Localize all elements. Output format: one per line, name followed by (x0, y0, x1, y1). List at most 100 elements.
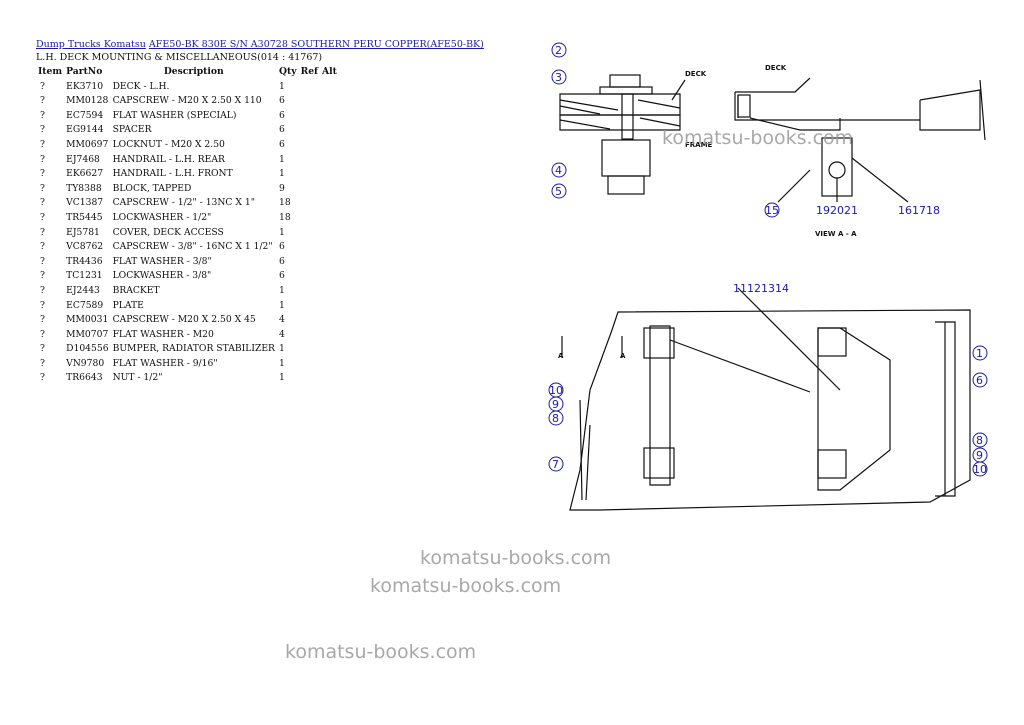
frame-label: FRAME (685, 141, 713, 149)
cell-qty: 1 (278, 80, 285, 92)
cell-alt (320, 342, 339, 357)
cell-description: BRACKET (112, 284, 160, 296)
cell-ref (299, 167, 320, 182)
column-header-ref: Ref (300, 66, 318, 77)
cell-qty: 6 (278, 95, 285, 107)
deck-plan-view-drawing (561, 287, 971, 511)
cell-partno: TY8388 (66, 182, 102, 194)
cell-description: LOCKWASHER - 3/8" (112, 270, 212, 282)
cell-ref (299, 299, 320, 314)
section-a-label-right: A (620, 352, 626, 360)
cell-alt (320, 299, 339, 314)
cell-alt (320, 109, 339, 124)
cell-alt (320, 240, 339, 255)
callout-10-right: 10 (973, 463, 987, 476)
callout-19-20-21: 192021 (816, 204, 858, 217)
cell-item: ? (40, 211, 45, 223)
cell-qty: 6 (278, 109, 285, 121)
callout-16-17-18: 161718 (898, 204, 940, 217)
table-header-row: Item PartNo Description Qty Ref Alt (36, 65, 339, 80)
cell-alt (320, 284, 339, 299)
column-header-item: Item (38, 66, 63, 77)
watermark: komatsu-books.com (420, 547, 612, 569)
cell-item: ? (40, 314, 45, 326)
callout-9-right: 9 (976, 449, 983, 462)
cell-item: ? (40, 95, 45, 107)
cell-item: ? (40, 255, 45, 267)
cell-description: SPACER (112, 124, 152, 136)
watermark: komatsu-books.com (662, 127, 854, 149)
cell-partno: TR5445 (66, 211, 103, 223)
cell-ref (299, 255, 320, 270)
cell-qty: 1 (278, 284, 285, 296)
cell-item: ? (40, 299, 45, 311)
cell-qty: 6 (278, 255, 285, 267)
deck-label-right: DECK (765, 64, 787, 72)
breadcrumb-link-category[interactable]: Dump Trucks Komatsu (36, 39, 146, 50)
cell-qty: 1 (278, 299, 285, 311)
cell-partno: EJ5781 (66, 226, 100, 238)
cell-ref (299, 328, 320, 343)
cell-ref (299, 284, 320, 299)
cell-ref (299, 357, 320, 372)
callout-circles (548, 42, 988, 477)
cell-partno: EC7589 (66, 299, 104, 311)
cell-description: COVER, DECK ACCESS (112, 226, 224, 238)
cell-description: HANDRAIL - L.H. FRONT (112, 168, 233, 180)
cell-ref (299, 182, 320, 197)
cell-description: BUMPER, RADIATOR STABILIZER (112, 343, 275, 355)
cell-ref (299, 240, 320, 255)
cell-partno: VC1387 (66, 197, 104, 209)
cell-item: ? (40, 284, 45, 296)
cell-qty: 9 (278, 182, 285, 194)
cell-item: ? (40, 357, 45, 369)
callout-5: 5 (555, 185, 562, 198)
breadcrumb-link-model[interactable]: AFE50-BK 830E S/N A30728 SOUTHERN PERU C… (148, 39, 484, 50)
cell-alt (320, 153, 339, 168)
cell-ref (299, 94, 320, 109)
parts-diagram: 2 3 4 5 15 192021 161718 11121314 1 6 8 … (548, 42, 988, 511)
cell-alt (320, 138, 339, 153)
cell-ref (299, 226, 320, 241)
callout-15: 15 (765, 204, 779, 217)
deck-label-left: DECK (685, 70, 707, 78)
cell-partno: EK6627 (66, 168, 104, 180)
cell-description: NUT - 1/2" (112, 372, 163, 384)
cell-alt (320, 357, 339, 372)
cell-alt (320, 123, 339, 138)
cell-ref (299, 211, 320, 226)
cell-item: ? (40, 80, 45, 92)
cell-description: FLAT WASHER - M20 (112, 328, 214, 340)
callout-9-left: 9 (552, 398, 559, 411)
cell-qty: 6 (278, 241, 285, 253)
cell-qty: 1 (278, 343, 285, 355)
callout-6: 6 (976, 374, 983, 387)
cell-partno: VC8762 (66, 241, 104, 253)
cell-alt (320, 182, 339, 197)
cell-alt (320, 371, 339, 386)
cell-partno: MM0697 (66, 138, 109, 150)
cell-description: CAPSCREW - M20 X 2.50 X 45 (112, 314, 256, 326)
callout-7: 7 (552, 458, 559, 471)
cell-item: ? (40, 241, 45, 253)
cell-description: HANDRAIL - L.H. REAR (112, 153, 225, 165)
cell-partno: EC7594 (66, 109, 104, 121)
cell-ref (299, 371, 320, 386)
cell-alt (320, 269, 339, 284)
cell-ref (299, 138, 320, 153)
cell-description: BLOCK, TAPPED (112, 182, 192, 194)
watermark: komatsu-books.com (285, 641, 477, 663)
cell-item: ? (40, 343, 45, 355)
cell-alt (320, 313, 339, 328)
cell-ref (299, 342, 320, 357)
